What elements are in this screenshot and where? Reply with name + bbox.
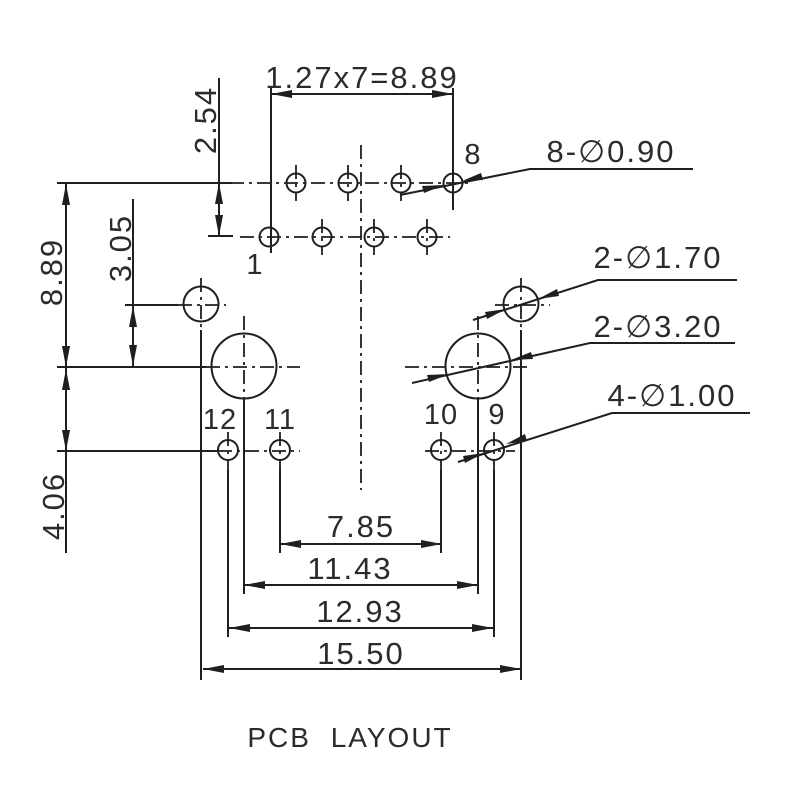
dim-bottom-offset-text: 4.06 <box>36 472 71 540</box>
dim-pin-pitch-text: 1.27x7=8.89 <box>265 60 459 95</box>
mounting-holes <box>210 332 512 400</box>
contact-pin-holes-row1 <box>258 226 438 248</box>
pin-label-10: 10 <box>424 399 458 431</box>
dim-inner-span-text: 7.85 <box>327 509 395 544</box>
extension-lines <box>57 78 522 680</box>
callout-contact-pins-text: 8-∅0.90 <box>547 134 676 169</box>
dimension-row-spacing: 2.54 <box>188 86 223 236</box>
dim-outer-span-text: 15.50 <box>317 636 405 671</box>
dim-large-hole-span-text: 11.43 <box>307 551 392 586</box>
dimension-bottom-pin-span: 12.93 <box>229 594 493 632</box>
locating-holes <box>182 285 540 323</box>
hole-pin9 <box>483 439 505 461</box>
callout-locating-holes: 2-∅1.70 <box>472 240 737 321</box>
hole-pin2 <box>285 172 307 194</box>
hole-pin7 <box>416 226 438 248</box>
dim-mid-offset-text: 3.05 <box>103 214 138 282</box>
pin-label-12: 12 <box>203 404 237 436</box>
hole-pin11 <box>269 439 291 461</box>
pin-label-8: 8 <box>464 139 481 171</box>
pin-label-9: 9 <box>488 399 505 431</box>
dimension-pin-pitch: 1.27x7=8.89 <box>265 60 459 98</box>
callout-shield-pins: 4-∅1.00 <box>457 378 750 463</box>
locating-hole-right <box>502 285 540 323</box>
callout-shield-pins-text: 4-∅1.00 <box>608 378 737 413</box>
locating-hole-left <box>182 285 220 323</box>
centerlines <box>178 145 550 490</box>
callout-locating-holes-text: 2-∅1.70 <box>594 240 723 275</box>
pin-number-labels: 8 1 12 11 10 9 <box>203 139 505 436</box>
dimension-bottom-offset: 4.06 <box>36 369 71 540</box>
dimension-upper-height: 8.89 <box>34 184 70 367</box>
hole-pin1 <box>258 226 280 248</box>
dimension-inner-span: 7.85 <box>280 509 442 548</box>
hole-pin12 <box>217 439 239 461</box>
shield-pin-holes <box>217 439 505 461</box>
hole-pin5 <box>363 226 385 248</box>
arrowhead <box>432 90 453 98</box>
pin-label-11: 11 <box>264 404 296 436</box>
mounting-hole-left <box>210 332 278 400</box>
arrowhead <box>271 90 292 98</box>
hole-pin3 <box>311 226 333 248</box>
callout-contact-pins: 8-∅0.90 <box>399 134 693 196</box>
hole-pin10 <box>430 439 452 461</box>
dimension-large-hole-span: 11.43 <box>244 551 478 589</box>
dim-upper-height-text: 8.89 <box>34 238 69 306</box>
callout-mounting-holes-text: 2-∅3.20 <box>594 309 723 344</box>
dim-bottom-pin-span-text: 12.93 <box>316 594 404 629</box>
dim-row-spacing-text: 2.54 <box>188 86 223 154</box>
drawing-title: PCB LAYOUT <box>247 722 452 753</box>
pin-label-1: 1 <box>246 249 263 281</box>
mounting-hole-right <box>444 332 512 400</box>
callout-mounting-holes: 2-∅3.20 <box>411 309 735 384</box>
hole-pin6 <box>390 172 412 194</box>
dimension-mid-offset: 3.05 <box>103 214 138 366</box>
dimension-outer-span: 15.50 <box>203 636 521 673</box>
hole-pin4 <box>337 172 359 194</box>
